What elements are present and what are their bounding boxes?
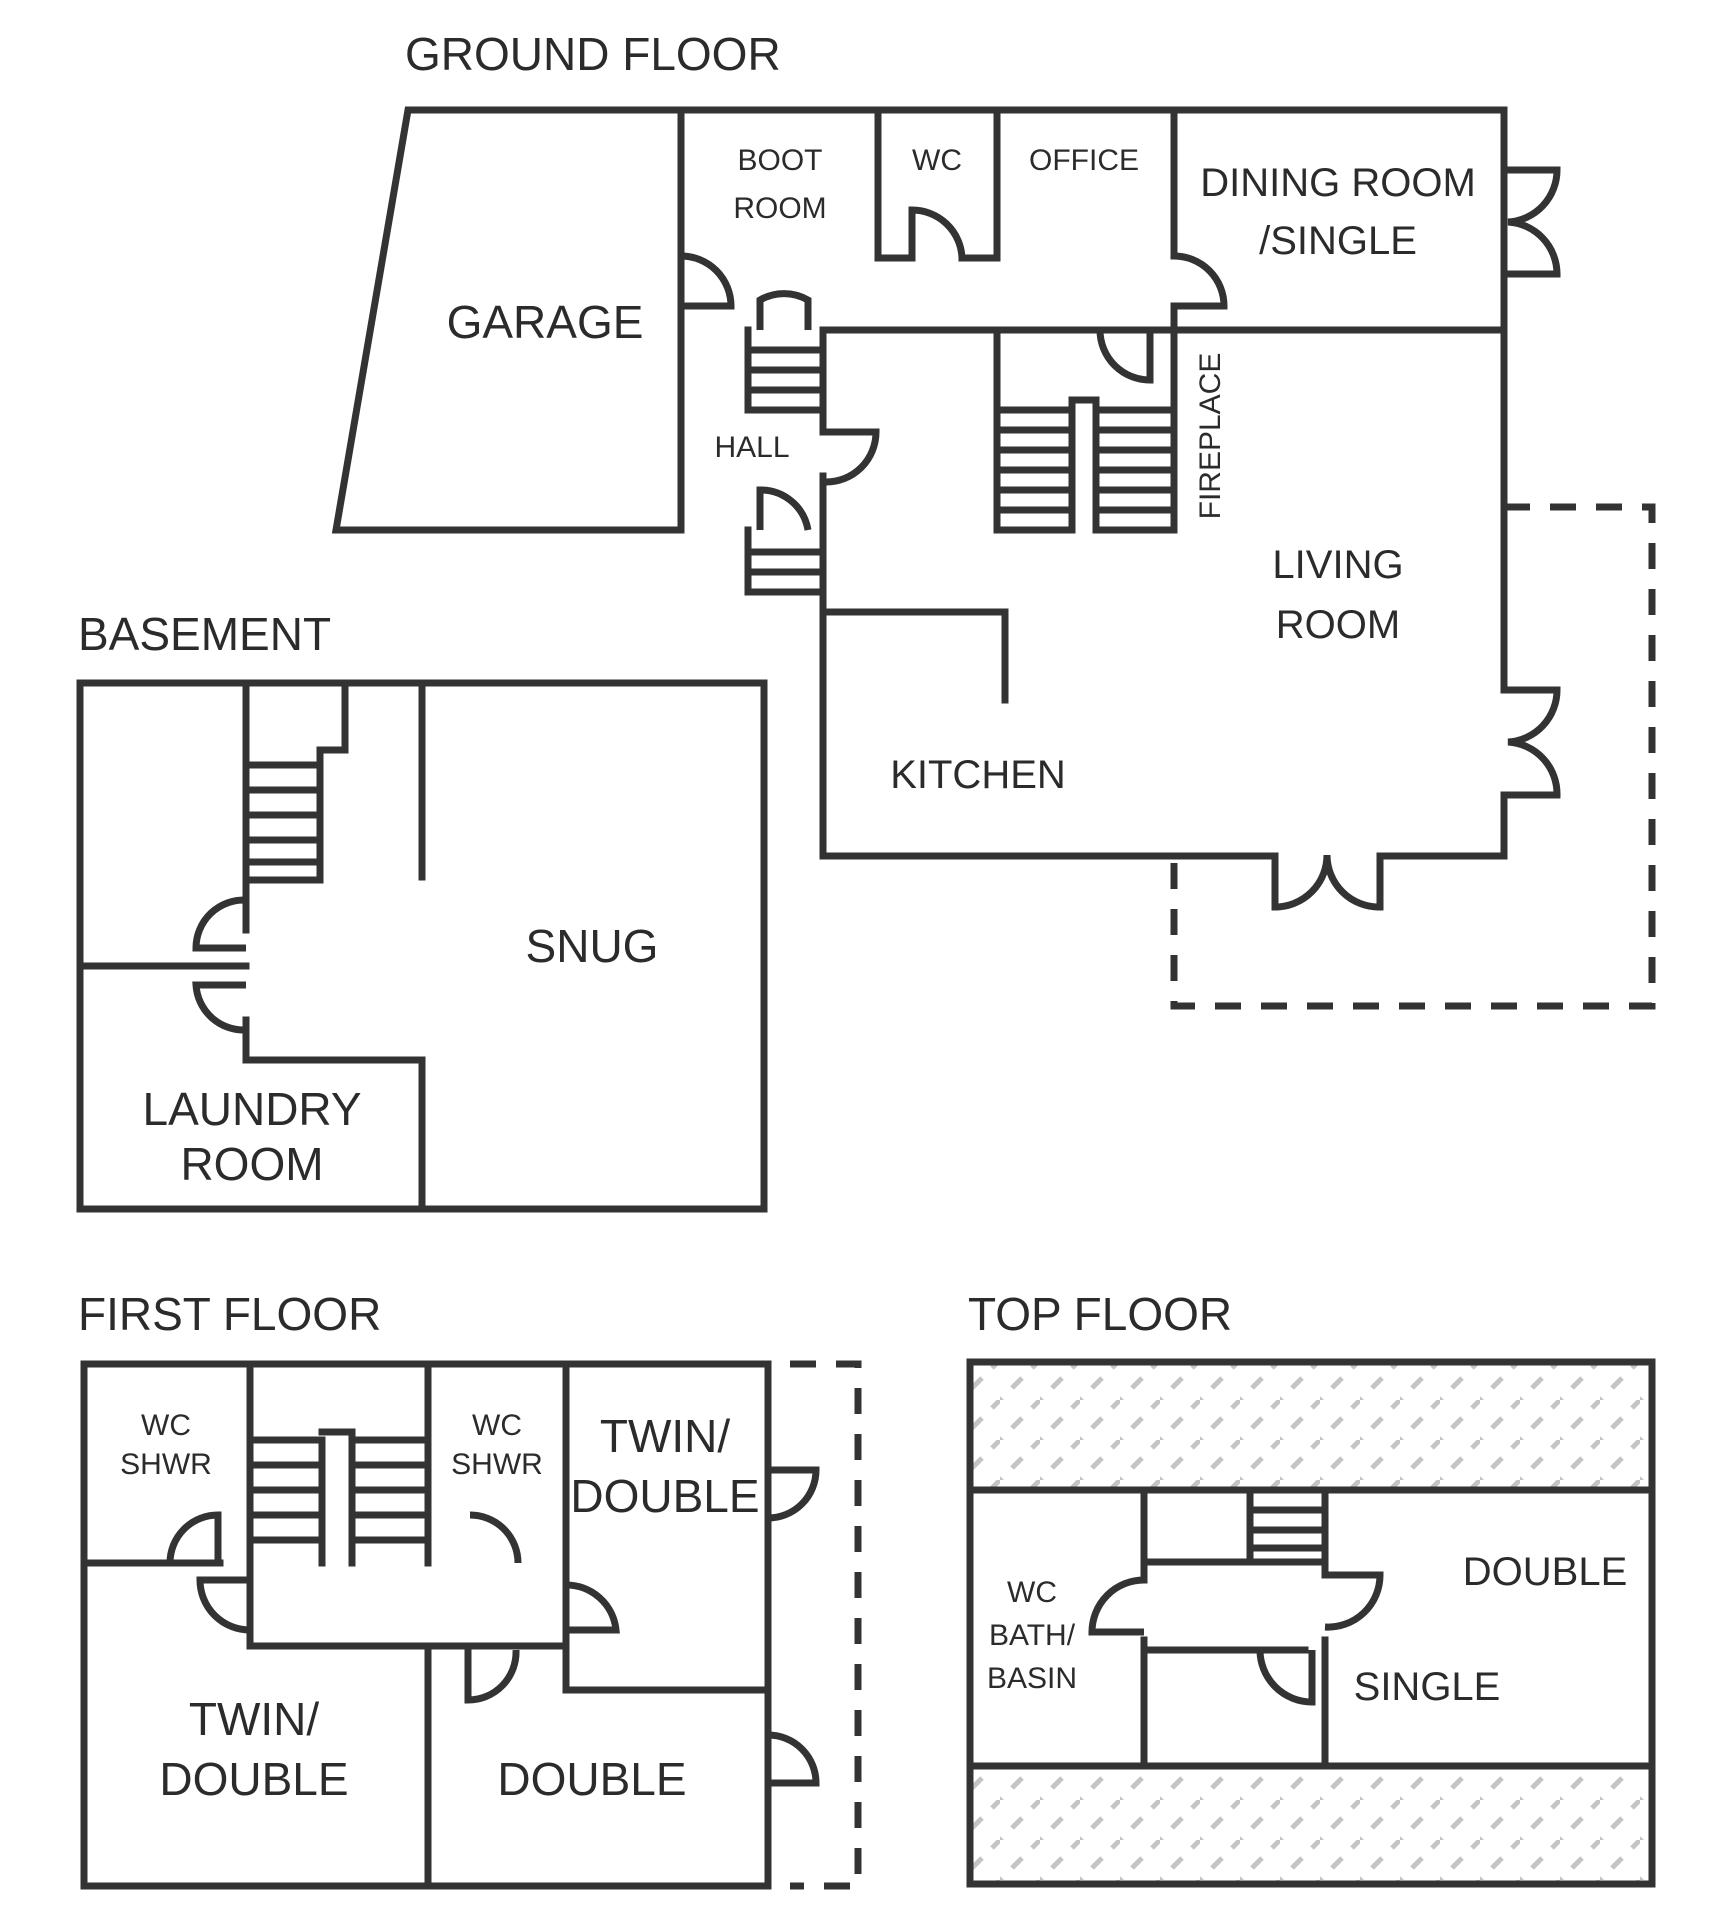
- first-top-walls: [80, 1360, 772, 1694]
- first-stairs: [248, 1428, 430, 1567]
- dining-french-doors: [1504, 166, 1561, 278]
- garage-door-arc: [680, 252, 735, 310]
- top-floor: TOP FLOOR WC BATH/ BASIN DOUBLE SINGLE: [966, 1288, 1656, 1888]
- living-french-doors: [1274, 854, 1381, 911]
- top-floor-title: TOP FLOOR: [968, 1288, 1232, 1340]
- label-living-1: LIVING: [1272, 543, 1403, 587]
- basement-door-lower: [192, 981, 247, 1034]
- label-office: OFFICE: [1029, 144, 1139, 177]
- wc-door-arc: [908, 206, 966, 259]
- hall-stairs-up: [750, 346, 821, 394]
- label-living-2: ROOM: [1276, 603, 1400, 647]
- top-eaves-lower: [970, 1766, 1652, 1884]
- top-single-door: [1256, 1649, 1316, 1706]
- top-wc-door: [1088, 1576, 1145, 1636]
- first-double-door: [464, 1646, 520, 1704]
- wc-walls: [874, 106, 1001, 262]
- top-double-door: [1324, 1571, 1384, 1631]
- hall-walls: [677, 326, 827, 860]
- label-wc-shwr-left-2: SHWR: [120, 1448, 212, 1481]
- first-wc-left-door: [166, 1511, 222, 1564]
- label-twin-double-top-2: DOUBLE: [570, 1470, 759, 1522]
- kitchen-partition: [819, 608, 1009, 704]
- first-landing-left-door: [196, 1576, 251, 1634]
- label-first-double: DOUBLE: [497, 1753, 686, 1805]
- dining-door-arc: [1173, 252, 1228, 310]
- label-boot-room-2: ROOM: [733, 192, 826, 225]
- living-outer: [819, 326, 1508, 911]
- first-twin-top-ext-door: [767, 1466, 820, 1522]
- first-double-ext-door: [767, 1731, 820, 1787]
- label-top-double: DOUBLE: [1463, 1550, 1628, 1594]
- label-top-wc-2: BATH/: [989, 1619, 1076, 1652]
- label-snug: SNUG: [526, 920, 659, 972]
- label-boot-room-1: BOOT: [737, 144, 822, 177]
- label-laundry-2: ROOM: [180, 1138, 323, 1190]
- office-door-arc: [1096, 329, 1154, 384]
- label-kitchen: KITCHEN: [890, 753, 1066, 797]
- basement-stair-box: [242, 679, 349, 884]
- first-floor-title: FIRST FLOOR: [78, 1288, 381, 1340]
- top-band-walls: [966, 1486, 1656, 1770]
- hall-stairs-down: [750, 548, 821, 576]
- ground-floor-title: GROUND FLOOR: [405, 28, 781, 80]
- basement: BASEMENT SNUG LAUNDRY ROOM: [76, 608, 768, 1213]
- label-wc-shwr-left-1: WC: [141, 1409, 191, 1442]
- terrace-outline: [1170, 503, 1656, 1010]
- central-stairs: [993, 326, 1178, 534]
- label-wc-shwr-right-2: SHWR: [451, 1448, 543, 1481]
- label-twin-double-top-1: TWIN/: [600, 1410, 731, 1462]
- label-fireplace: FIREPLACE: [1194, 353, 1227, 520]
- label-garage: GARAGE: [447, 296, 644, 348]
- first-floor: FIRST FLOOR WC SHWR WC SHWR TWIN/ DOUBLE…: [78, 1288, 862, 1890]
- top-outline: [966, 1358, 1656, 1888]
- basement-door-upper: [192, 896, 250, 952]
- top-strip-outer: [677, 106, 1508, 334]
- basement-title: BASEMENT: [78, 608, 331, 660]
- label-twin-double-left-2: DOUBLE: [159, 1753, 348, 1805]
- label-top-wc-3: BASIN: [987, 1662, 1077, 1695]
- label-laundry-1: LAUNDRY: [143, 1083, 362, 1135]
- first-balcony-outline: [790, 1360, 862, 1890]
- top-eaves-upper: [970, 1362, 1652, 1490]
- central-stair-steps: [999, 406, 1172, 514]
- label-top-wc-1: WC: [1007, 1576, 1057, 1609]
- label-top-single: SINGLE: [1354, 1665, 1501, 1709]
- top-stairs: [1252, 1506, 1323, 1552]
- top-inner-walls: [1140, 1486, 1329, 1770]
- hall-lower-door: [756, 486, 812, 531]
- label-wc: WC: [912, 144, 962, 177]
- label-hall: HALL: [714, 431, 789, 464]
- label-twin-double-left-1: TWIN/: [189, 1693, 320, 1745]
- living-side-doors: [1504, 686, 1561, 799]
- label-dining-2: /SINGLE: [1259, 219, 1417, 263]
- basement-stair-wall: [242, 679, 426, 1213]
- first-wc-right-door: [469, 1511, 522, 1564]
- first-landing-right-door: [565, 1581, 620, 1634]
- label-wc-shwr-right-1: WC: [472, 1409, 522, 1442]
- hall-stair-door: [756, 290, 812, 330]
- basement-stairs: [248, 761, 318, 866]
- label-dining-1: DINING ROOM: [1200, 161, 1476, 205]
- ground-floor: GROUND FLOOR: [331, 28, 1656, 1010]
- hall-stairs-down-box: [744, 526, 827, 596]
- hall-living-door: [823, 428, 880, 486]
